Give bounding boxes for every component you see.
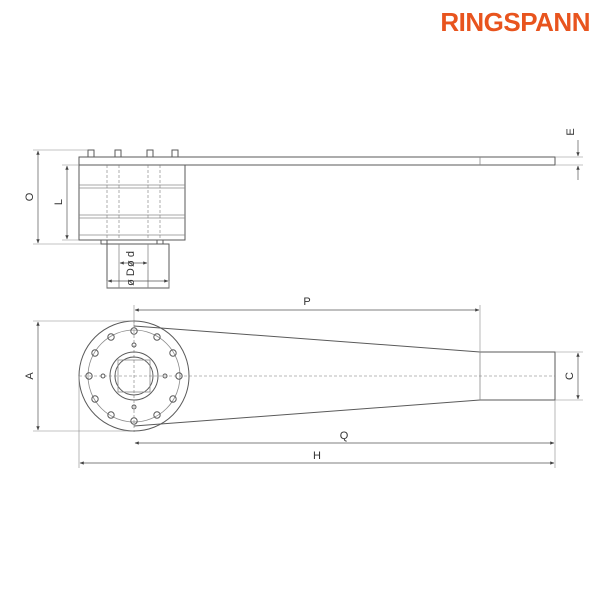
- dim-label-P: P: [303, 296, 310, 308]
- dim-label-A: A: [24, 372, 36, 380]
- side-view: O L E ø d ø D: [24, 128, 583, 289]
- plan-view: P A C Q H: [24, 296, 583, 468]
- dim-label-L: L: [53, 199, 65, 205]
- side-shaft: [106, 243, 170, 289]
- ringspann-logo: RINGSPANN: [440, 6, 590, 37]
- dim-label-D: ø D: [125, 268, 137, 286]
- dim-label-O: O: [24, 192, 36, 201]
- side-hub-body: [78, 164, 186, 241]
- side-arm-plate: [78, 156, 556, 166]
- dim-label-C: C: [564, 372, 576, 380]
- dim-label-Q: Q: [340, 430, 349, 442]
- dim-label-E: E: [565, 128, 577, 135]
- dim-label-H: H: [313, 450, 321, 462]
- dim-label-d: ø d: [125, 251, 137, 267]
